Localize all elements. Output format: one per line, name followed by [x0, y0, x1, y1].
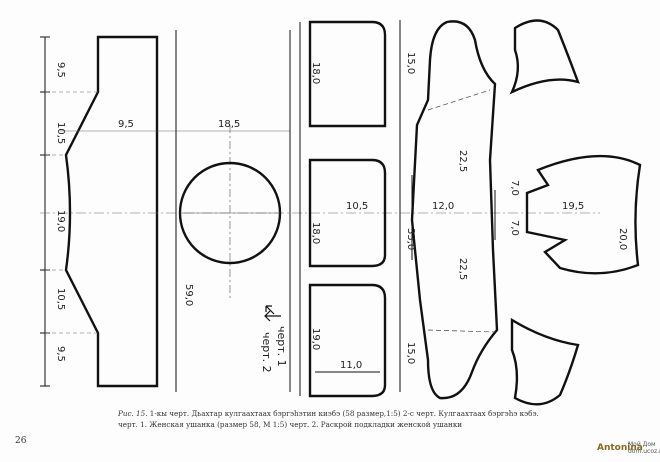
dim-9-5-horiz: 9,5	[118, 119, 134, 130]
caption-line-2: черт. 1. Женская ушанка (размер 58, М 1:…	[118, 420, 463, 429]
piece-middle	[308, 158, 387, 268]
caption-line-1: Рис. 15. 1-кы черт. Дьахтар кулгаахтаах …	[118, 408, 618, 419]
dim-18-0-top: 18,0	[310, 62, 321, 84]
brim-piece	[64, 35, 159, 388]
dim-15-0-bottom: 15,0	[405, 342, 416, 364]
caption-text-1: 1-кы черт. Дьахтар кулгаахтаах бэргэһэти…	[149, 409, 539, 418]
ear-flap-bottom	[510, 317, 580, 406]
ear-flap-top	[509, 19, 580, 95]
dim-19-5: 19,5	[562, 201, 584, 212]
figure-caption: Рис. 15. 1-кы черт. Дьахтар кулгаахтаах …	[118, 408, 618, 430]
ear-piece-mid	[525, 154, 642, 275]
dim-35-0: 35,0	[405, 228, 416, 250]
dim-59-0: 59,0	[183, 284, 194, 306]
dim-22-5-top: 22,5	[457, 150, 468, 172]
dim-20-0: 20,0	[617, 228, 628, 250]
piece-bottom	[308, 283, 387, 398]
dim-10-5-bottom: 10,5	[55, 288, 66, 310]
dim-18-5: 18,5	[218, 119, 240, 130]
watermark-site: Мой Дом dom.ucoz.ru	[628, 441, 660, 455]
dim-22-5-bottom: 22,5	[457, 258, 468, 280]
chert-2-label: черт. 2	[260, 332, 273, 373]
dim-19-0-left: 19,0	[55, 210, 66, 232]
dim-10-5-top: 10,5	[55, 122, 66, 144]
watermark-name: Antonina	[597, 443, 643, 453]
dim-11-0: 11,0	[340, 360, 362, 371]
dim-15-0-top: 15,0	[405, 52, 416, 74]
dim-12-0: 12,0	[432, 201, 454, 212]
side-panel	[410, 20, 499, 400]
dim-18-0-mid: 18,0	[310, 222, 321, 244]
dim-9-5-bottom: 9,5	[55, 346, 66, 362]
dim-7-0-bottom: 7,0	[509, 220, 520, 236]
dim-7-0-top: 7,0	[509, 180, 520, 196]
dim-10-5-mid: 10,5	[346, 201, 368, 212]
caption-label: Рис. 15.	[118, 409, 148, 418]
piece-top	[308, 20, 387, 128]
dim-9-5-top: 9,5	[55, 62, 66, 78]
page-number: 26	[15, 436, 27, 446]
dim-19-0-bottom: 19,0	[310, 328, 321, 350]
chert-1-label: черт. 1	[275, 326, 288, 367]
